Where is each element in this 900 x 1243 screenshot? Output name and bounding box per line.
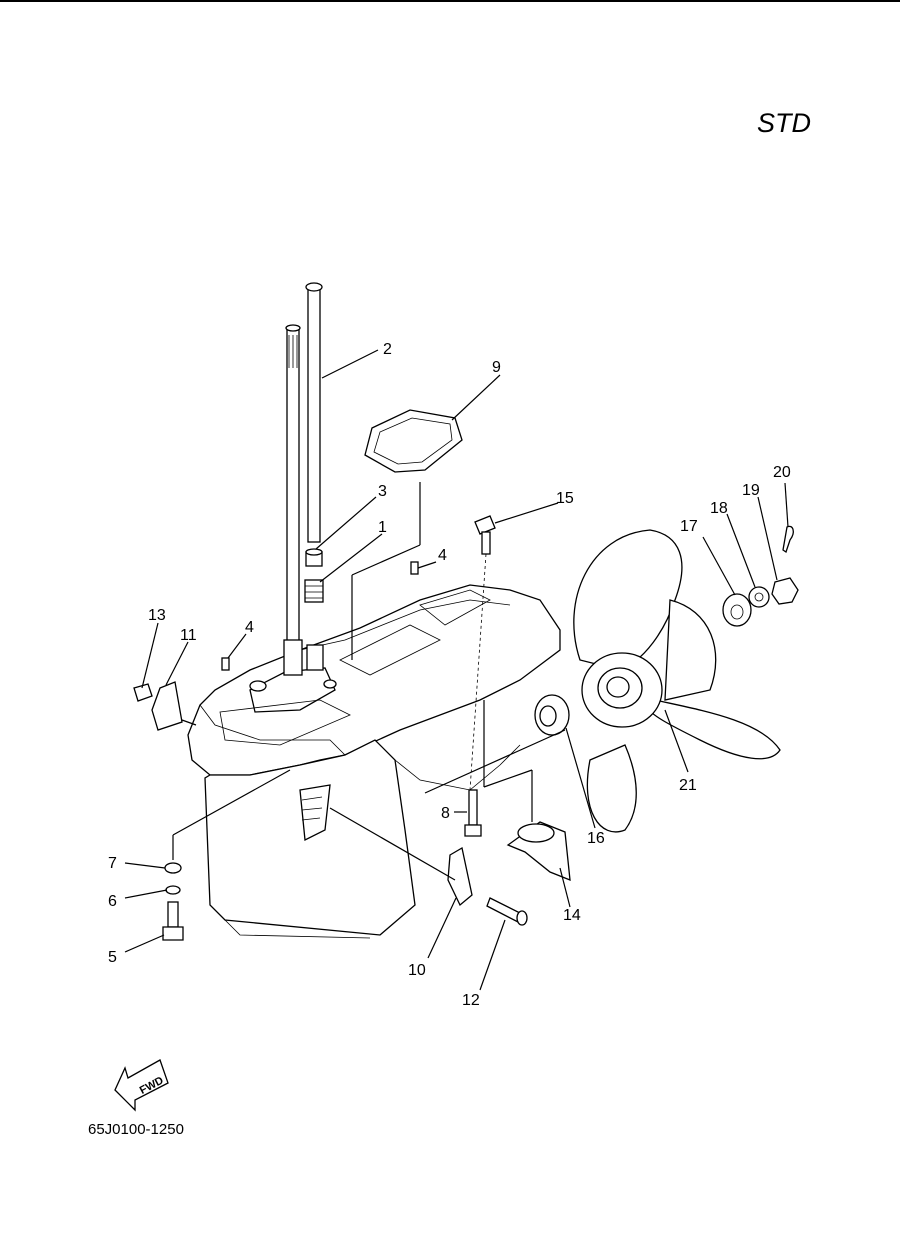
gasket-9 (364, 409, 463, 473)
callout-21: 21 (679, 777, 697, 794)
callout-8: 8 (441, 805, 450, 822)
anode-11 (151, 681, 183, 731)
callout-7: 7 (108, 855, 117, 872)
callout-4-right: 4 (438, 547, 447, 564)
nut-19 (771, 577, 799, 605)
drive-shafts (283, 282, 324, 676)
trim-tab-14-boss (517, 823, 555, 843)
callout-12: 12 (462, 992, 480, 1009)
callout-11: 11 (180, 627, 197, 644)
callout-3: 3 (378, 483, 387, 500)
callout-16: 16 (587, 830, 605, 847)
callout-10: 10 (408, 962, 426, 979)
callout-9: 9 (492, 359, 501, 376)
callout-1: 1 (378, 519, 387, 536)
callout-numbers: 2 9 3 1 4 4 15 13 11 7 6 5 8 10 12 14 16… (108, 341, 791, 1009)
leader-lines (124, 349, 789, 991)
lower-casing (187, 584, 561, 939)
bolt-15 (474, 515, 496, 555)
callout-18: 18 (710, 500, 728, 517)
screw-12 (486, 897, 528, 926)
callout-17: 17 (680, 518, 698, 535)
callout-6: 6 (108, 893, 117, 910)
bolt-5 (162, 901, 184, 941)
callout-4-left: 4 (245, 619, 254, 636)
washer-18 (748, 586, 770, 608)
cotter-pin-20 (782, 525, 794, 554)
spacer-17 (722, 593, 752, 627)
seal-1-ribs (305, 585, 323, 599)
fwd-arrow-icon: FWD (114, 1059, 169, 1112)
callout-19: 19 (742, 482, 760, 499)
callout-20: 20 (773, 464, 791, 481)
washer-18-hole (754, 592, 764, 602)
dowel-pin-4a (221, 657, 230, 671)
callout-15: 15 (556, 490, 574, 507)
callout-14: 14 (563, 907, 581, 924)
washer-7 (164, 862, 182, 874)
callout-2: 2 (383, 341, 392, 358)
top-border-line (0, 0, 900, 2)
bushing-3-top (305, 548, 323, 556)
propeller-21 (573, 529, 781, 833)
variant-label: STD (757, 108, 811, 138)
seal-1 (304, 579, 324, 603)
spring-washer-6 (165, 885, 181, 895)
anode-10 (447, 846, 473, 907)
bolt-8 (464, 789, 482, 837)
dowel-pin-4b (410, 561, 419, 575)
callout-13: 13 (148, 607, 166, 624)
diagram-code: 65J0100-1250 (88, 1121, 184, 1138)
callout-5: 5 (108, 949, 117, 966)
nut-13 (133, 683, 153, 702)
thrust-spacer-16-bore (539, 705, 557, 727)
